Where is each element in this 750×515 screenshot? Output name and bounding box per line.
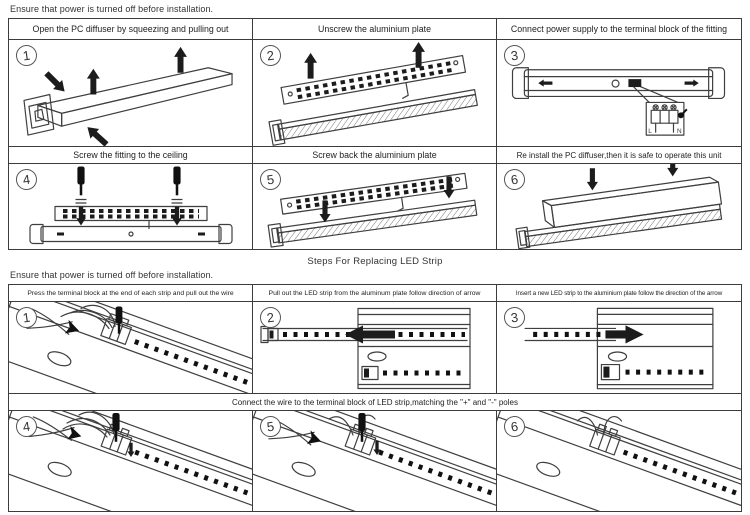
- screw-icon: [171, 198, 183, 208]
- replace-2-illustration: [260, 307, 471, 390]
- terminal-label-live: L: [648, 128, 652, 135]
- replace-step-3-header: Insert a new LED strip to the aluminium …: [497, 285, 741, 302]
- step-5-illustration-plate-down: [267, 172, 478, 248]
- install-step-5-header: Screw back the aluminium plate: [253, 147, 497, 164]
- install-step-1-cell: 1: [9, 40, 253, 147]
- down-arrow-icon: [667, 164, 679, 177]
- step-2-illustration-plate-lift: [268, 41, 478, 146]
- install-step-3-cell: 3: [497, 40, 741, 147]
- pull-up-arrow-icon: [86, 68, 100, 95]
- install-step-4-header: Screw the fitting to the ceiling: [9, 147, 253, 164]
- terminal-label-neutral: N: [677, 128, 682, 135]
- safety-note-top: Ensure that power is turned off before i…: [10, 4, 214, 14]
- replace-step-2-header: Pull out the LED strip from the aluminum…: [253, 285, 497, 302]
- safety-note-bottom: Ensure that power is turned off before i…: [10, 270, 214, 280]
- step-4-illustration-ceiling: [29, 166, 233, 245]
- install-step-4-cell: 4: [9, 164, 253, 249]
- install-step-2-cell: 2: [253, 40, 497, 147]
- terminal-block-callout: [645, 101, 685, 136]
- squeeze-arrow-icon: [83, 122, 111, 146]
- install-step-6-cell: 6: [497, 164, 741, 249]
- connect-wire-note: Connect the wire to the terminal block o…: [9, 394, 741, 411]
- insert-right-arrow-icon: [605, 325, 644, 344]
- side-arrow-icon: [538, 79, 553, 87]
- install-step-6-header: Re install the PC diffuser,then it is sa…: [497, 147, 741, 164]
- replace-step-6-cell: 6: [497, 411, 741, 511]
- replace-step-1-header: Press the terminal block at the end of e…: [9, 285, 253, 302]
- replace-step-4-cell: 4: [9, 411, 253, 511]
- lift-arrow-icon: [304, 52, 318, 79]
- replace-step-5-cell: 5: [253, 411, 497, 511]
- replace-6-illustration: [497, 411, 741, 511]
- pull-up-arrow-icon: [174, 46, 187, 73]
- pliers-icon: [28, 416, 84, 448]
- replace-1-illustration: [9, 302, 252, 393]
- replace-4-illustration: [9, 411, 252, 511]
- replace-step-1-cell: 1: [9, 302, 253, 394]
- step-6-illustration-reinstall: [515, 164, 723, 249]
- step-1-illustration-diffuser: [23, 46, 233, 146]
- install-step-3-header: Connect power supply to the terminal blo…: [497, 19, 741, 40]
- install-step-5-cell: 5: [253, 164, 497, 249]
- replace-step-2-cell: 2: [253, 302, 497, 394]
- screwdriver-icon: [358, 413, 366, 442]
- side-arrow-icon: [684, 79, 699, 87]
- install-step-2-header: Unscrew the aluminium plate: [253, 19, 497, 40]
- screw-icon: [75, 198, 87, 208]
- replace-step-3-cell: 3: [497, 302, 741, 394]
- screwdriver-icon: [77, 166, 85, 196]
- down-arrow-icon: [586, 168, 598, 191]
- installation-table: Open the PC diffuser by squeezing and pu…: [8, 18, 742, 250]
- replace-5-illustration: [253, 411, 496, 511]
- squeeze-arrow-icon: [41, 68, 70, 97]
- led-strip-replacement-table: Press the terminal block at the end of e…: [8, 284, 742, 512]
- screwdriver-icon: [173, 166, 181, 196]
- step-3-illustration-terminal: L N: [511, 67, 726, 136]
- replace-3-illustration: [524, 307, 714, 390]
- down-arrow-icon: [319, 200, 331, 223]
- down-arrow-icon: [127, 442, 135, 457]
- section-title: Steps For Replacing LED Strip: [307, 256, 443, 267]
- install-step-1-header: Open the PC diffuser by squeezing and pu…: [9, 19, 253, 40]
- pull-left-arrow-icon: [345, 325, 395, 344]
